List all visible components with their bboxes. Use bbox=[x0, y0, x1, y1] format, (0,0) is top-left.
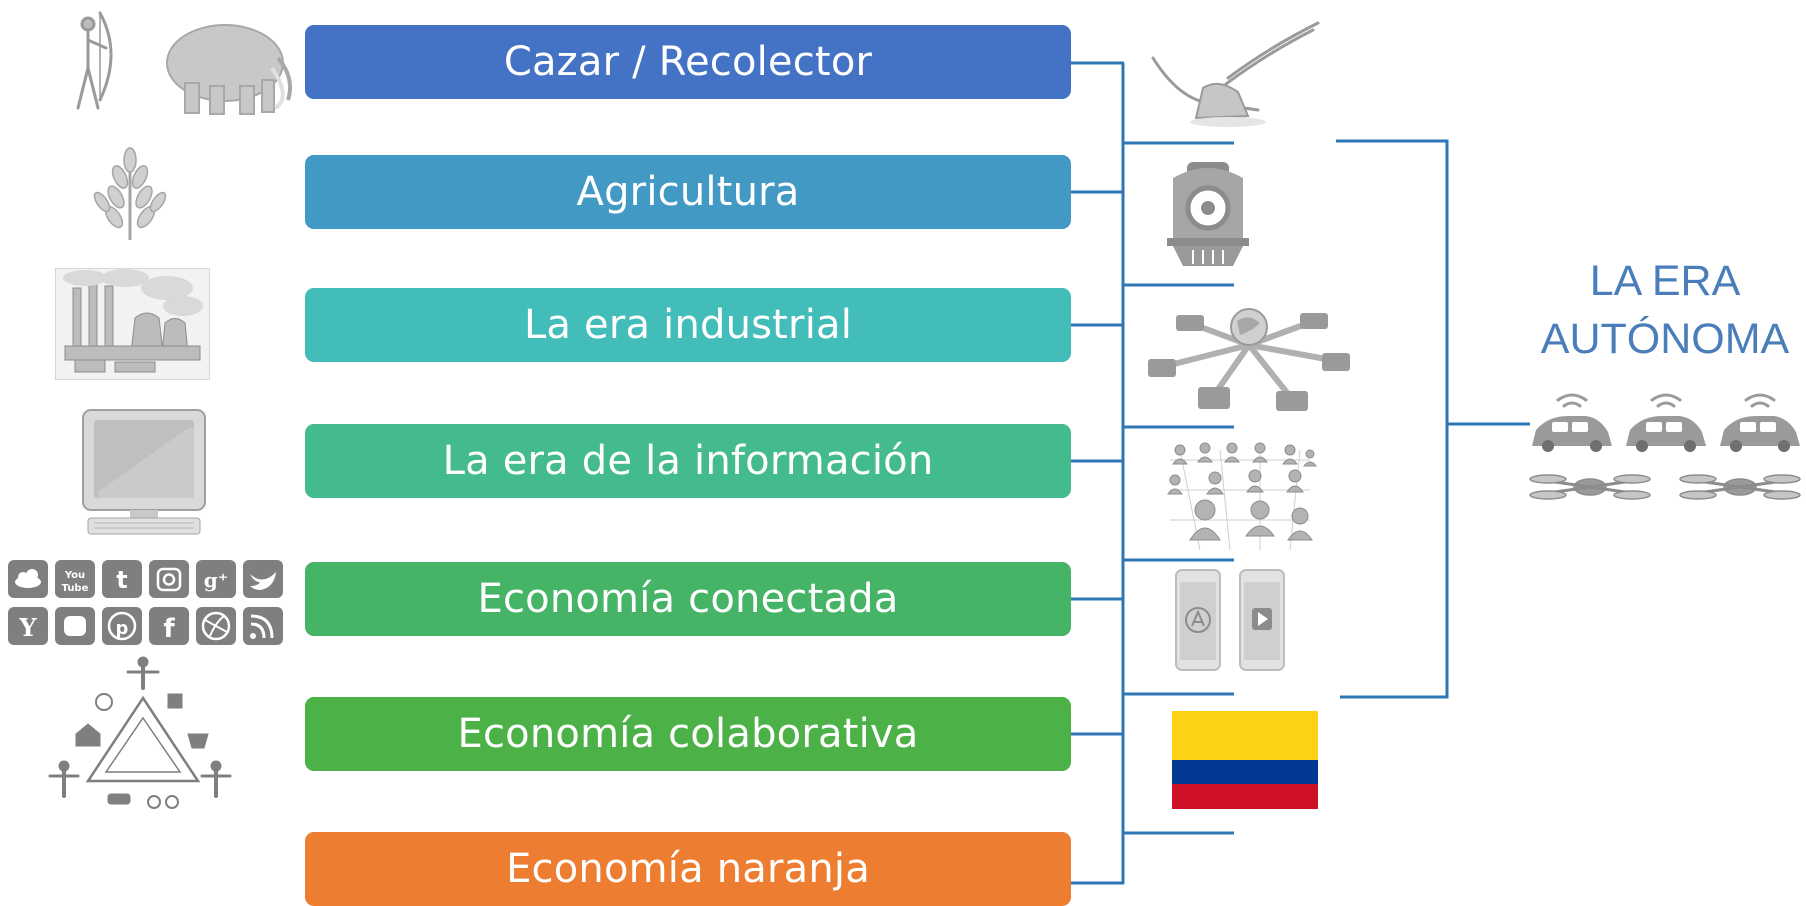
svg-text:f: f bbox=[163, 614, 175, 644]
era-bar-orange-economy: Economía naranja bbox=[305, 832, 1071, 906]
social-media-icons: You Tube t g⁺ Y p f bbox=[8, 560, 283, 645]
svg-text:p: p bbox=[116, 618, 129, 639]
drones-icon bbox=[1529, 474, 1801, 500]
era-bar-industrial: La era industrial bbox=[305, 288, 1071, 362]
era-bar-agriculture: Agricultura bbox=[305, 155, 1071, 229]
autonomous-era-title: LA ERA AUTÓNOMA bbox=[1530, 252, 1800, 368]
autonomous-bracket bbox=[1336, 139, 1449, 699]
svg-text:Tube: Tube bbox=[62, 583, 89, 594]
smartphones-icon bbox=[1175, 569, 1285, 671]
era-label: Agricultura bbox=[576, 169, 800, 215]
era-bar-collaborative-economy: Economía colaborativa bbox=[305, 697, 1071, 771]
autonomous-cars-icon bbox=[1532, 393, 1800, 452]
network-icon bbox=[1148, 308, 1350, 411]
flag-stripe-red bbox=[1172, 784, 1318, 809]
era-bar-connected-economy: Economía conectada bbox=[305, 562, 1071, 636]
autonomous-era-line1: LA ERA bbox=[1589, 257, 1741, 305]
flag-stripe-yellow bbox=[1172, 711, 1318, 760]
svg-text:g⁺: g⁺ bbox=[204, 568, 229, 592]
era-label: Cazar / Recolector bbox=[503, 39, 873, 85]
era-bar-hunter-gatherer: Cazar / Recolector bbox=[305, 25, 1071, 99]
sharing-triangle-icon bbox=[48, 656, 232, 809]
people-network-icon bbox=[1167, 442, 1318, 551]
factory-icon bbox=[55, 268, 210, 380]
locomotive-icon bbox=[1167, 162, 1249, 266]
hunter-mammoth-icon bbox=[76, 11, 292, 115]
era-label: La era industrial bbox=[523, 302, 853, 348]
era-label: La era de la información bbox=[442, 438, 934, 484]
era-bar-information: La era de la información bbox=[305, 424, 1071, 498]
plow-icon bbox=[1151, 21, 1320, 127]
colombia-flag bbox=[1172, 711, 1318, 809]
era-label: Economía naranja bbox=[506, 846, 870, 892]
autonomous-era-line2: AUTÓNOMA bbox=[1540, 315, 1790, 363]
svg-text:t: t bbox=[116, 566, 127, 594]
connector-group bbox=[1071, 61, 1530, 885]
era-label: Economía conectada bbox=[477, 576, 899, 622]
wheat-icon bbox=[93, 147, 167, 240]
svg-text:Y: Y bbox=[18, 613, 37, 642]
flag-stripe-blue bbox=[1172, 760, 1318, 784]
era-label: Economía colaborativa bbox=[457, 711, 919, 757]
svg-text:You: You bbox=[64, 570, 85, 581]
computer-icon bbox=[82, 409, 206, 535]
